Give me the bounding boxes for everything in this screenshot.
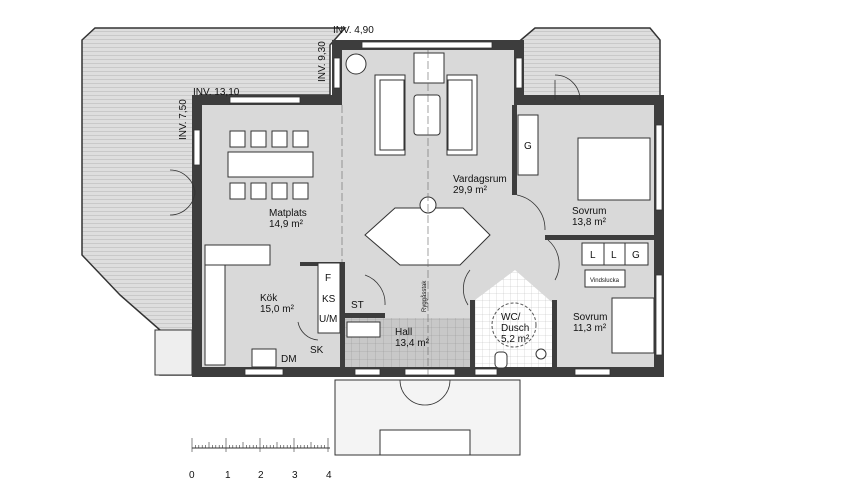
scale-tick-3: 3 [292, 470, 298, 481]
room-vardagsrum-area: 29,9 m² [453, 185, 488, 196]
label-st: ST [351, 300, 364, 311]
room-sovrum1-name: Sovrum [572, 206, 606, 217]
label-ks: KS [322, 294, 336, 305]
scale-tick-4: 4 [326, 470, 332, 481]
stairs-hall [346, 321, 381, 338]
bed-2 [611, 297, 655, 354]
room-sovrum1-area: 13,8 m² [572, 217, 607, 228]
dim-inv-490: INV. 4,90 [333, 25, 374, 36]
shower-drain [535, 348, 547, 360]
room-kok-name: Kök [260, 293, 278, 304]
vindslucka-hatch [584, 269, 626, 288]
kitchen-units [317, 262, 341, 334]
scale-tick-1: 1 [225, 470, 231, 481]
windows [193, 41, 663, 376]
wc-turning-circle [491, 302, 537, 348]
plant [345, 53, 367, 75]
kitchen-counter [204, 244, 271, 266]
room-matplats-area: 14,9 m² [269, 219, 304, 230]
wardrobes-llg [581, 242, 649, 266]
scale-bar: 0 1 2 3 4 [189, 438, 332, 481]
room-hall-name: Hall [395, 327, 412, 338]
room-matplats-name: Matplats [269, 208, 307, 219]
side-steps [154, 329, 193, 376]
label-ryggasstak: Ryggåsstak [421, 280, 428, 312]
label-vindslucka: Vindslucka [590, 278, 620, 284]
toilet [494, 351, 508, 369]
dining-set [227, 130, 314, 200]
sofa-set [374, 52, 478, 156]
room-wc-area: 5,2 m² [501, 334, 530, 345]
label-dm: DM [281, 354, 297, 365]
label-g2: G [632, 250, 640, 261]
fireplace [364, 207, 491, 266]
wardrobe-g [517, 114, 539, 176]
room-sovrum2-area: 11,3 m² [573, 323, 607, 334]
front-steps [379, 429, 471, 456]
label-l1: L [590, 250, 596, 261]
scale-tick-2: 2 [258, 470, 264, 481]
scale-tick-0: 0 [189, 470, 195, 481]
door-swings [169, 74, 581, 406]
dim-inv-750: INV. 7,50 [178, 99, 189, 140]
label-l2: L [611, 250, 617, 261]
room-hall-area: 13,4 m² [395, 338, 430, 349]
label-sk: SK [310, 345, 324, 356]
room-sovrum2-name: Sovrum [573, 312, 607, 323]
wc-floor [475, 270, 555, 372]
room-vardagsrum-name: Vardagsrum [453, 174, 507, 185]
dim-inv-930: INV. 9,30 [317, 41, 328, 82]
room-wc-name-1: WC/ [501, 312, 521, 323]
kitchen-counter-side [204, 264, 226, 366]
label-f: F [325, 273, 331, 284]
deck-right [514, 27, 661, 101]
room-wc-name-2: Dusch [501, 323, 529, 334]
label-g1: G [524, 141, 532, 152]
room-kok-area: 15,0 m² [260, 304, 295, 315]
dim-inv-1310: INV. 13,10 [193, 87, 240, 98]
label-um: U/M [319, 314, 337, 325]
bed-1 [577, 137, 651, 201]
sink [251, 348, 277, 368]
